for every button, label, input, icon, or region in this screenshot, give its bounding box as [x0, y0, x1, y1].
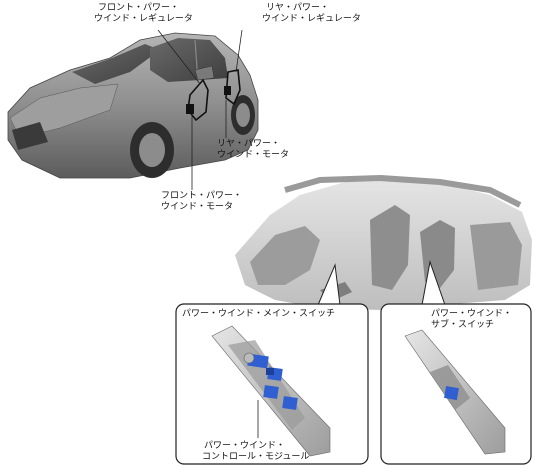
main-switch-rear-left-button: [282, 396, 298, 410]
leader-lines-exterior: [157, 29, 243, 190]
callout-pointers: [317, 260, 446, 306]
rear-regulator-label: リヤ・パワー・ ウインド・レギュレータ: [262, 3, 361, 24]
sub-switch-label: パワー・ウインド・ サブ・スイッチ: [431, 309, 513, 330]
control-module-label: パワー・ウインド・ コントロール・モジュール: [202, 441, 310, 462]
main-switch-label: パワー・ウインド・メイン・スイッチ: [182, 309, 336, 319]
sub-switch-button: [444, 386, 459, 401]
front-regulator-label: フロント・パワー・ ウインド・レギュレータ: [94, 3, 193, 24]
main-switch-panel: [211, 325, 331, 457]
main-switch-rear-right-button: [266, 368, 274, 375]
front-motor-label: フロント・パワー・ ウインド・モータ: [161, 191, 243, 212]
car-interior: [235, 174, 532, 310]
car-exterior: [7, 32, 259, 179]
sub-switch-panel: [404, 329, 506, 455]
rear-motor-label: リヤ・パワー・ ウインド・モータ: [217, 139, 290, 160]
main-switch-passenger-button: [263, 385, 279, 399]
